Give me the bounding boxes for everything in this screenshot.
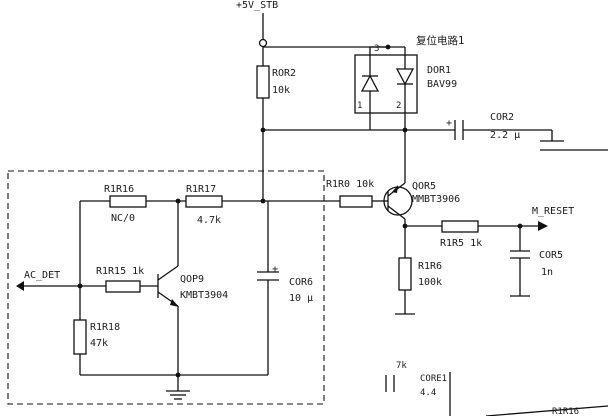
- qop9-part: KMBT3904: [180, 290, 228, 301]
- transistor-qor5: QOR5 MMBT3906: [383, 181, 460, 220]
- partial-cap-ref: CORE1: [420, 374, 447, 384]
- detect-block-outline: [7, 170, 325, 405]
- cor2-value: 2.2 μ: [490, 130, 520, 141]
- partial-res-ref: R1R16: [552, 407, 579, 416]
- dor1-pin3: 3: [374, 44, 379, 54]
- cor6-polarity: +: [272, 264, 278, 275]
- resistor-r1r16: R1R16 NC/0: [104, 184, 147, 224]
- r1r17-ref: R1R17: [186, 184, 216, 195]
- cor5-value: 1n: [541, 267, 553, 278]
- r1r16-value: NC/0: [111, 213, 135, 224]
- qor5-part: MMBT3906: [412, 194, 460, 205]
- m-reset-arrow: [538, 221, 548, 231]
- ror2-value: 10k: [272, 85, 290, 96]
- partial-capacitor-core1: 7k CORE1 4.4: [385, 361, 447, 398]
- ground-symbol: [166, 390, 190, 400]
- r1r16-ref: R1R16: [104, 184, 134, 195]
- supply-5v-stb: +5V_STB: [236, 0, 278, 48]
- dor1-ref: DOR1: [427, 65, 451, 76]
- transistor-qop9: QOP9 KMBT3904: [157, 265, 228, 307]
- r1r17-value: 4.7k: [197, 215, 221, 226]
- r1r15-ref: R1R15 1k: [96, 266, 144, 277]
- resistor-r1r5: R1R5 1k: [440, 220, 482, 249]
- capacitor-cor5: COR5 1n: [510, 226, 563, 297]
- dor1-pin1: 1: [357, 101, 362, 111]
- cor6-ref: COR6: [289, 277, 313, 288]
- resistor-r1r15: R1R15 1k: [96, 266, 144, 293]
- cor5-ref: COR5: [539, 250, 563, 261]
- r1r18-ref: R1R18: [90, 322, 120, 333]
- r1r5-ref: R1R5 1k: [440, 238, 482, 249]
- diode-dor1: 3 1 2 DOR1 BAV99: [354, 44, 457, 114]
- ac-det-label: AC_DET: [24, 270, 60, 281]
- r1r6-ref: R1R6: [418, 261, 442, 272]
- resistor-ror2: ROR2 10k: [256, 65, 296, 99]
- r1r6-value: 100k: [418, 277, 442, 288]
- resistor-r1r17: R1R17 4.7k: [185, 184, 223, 226]
- ac-det-arrow: [16, 281, 24, 291]
- partial-cap-sub: 4.4: [420, 388, 436, 398]
- cor2-ref: COR2: [490, 112, 514, 123]
- m-reset-label: M_RESET: [532, 206, 574, 217]
- supply-terminal: [258, 38, 268, 48]
- resistor-r1r0: R1R0 10k: [326, 179, 374, 208]
- r1r0-ref: R1R0 10k: [326, 179, 374, 190]
- cor2-polarity: +: [446, 118, 452, 129]
- dor1-pin2: 2: [396, 101, 401, 111]
- r1r18-value: 47k: [90, 338, 108, 349]
- dor1-value: BAV99: [427, 79, 457, 90]
- qop9-ref: QOP9: [180, 274, 204, 285]
- resistor-r1r18: R1R18 47k: [73, 319, 120, 355]
- partial-cap-value: 7k: [396, 361, 407, 371]
- capacitor-cor6: + COR6 10 μ: [257, 264, 313, 304]
- supply-label: +5V_STB: [236, 0, 278, 11]
- resistor-r1r6: R1R6 100k: [398, 257, 442, 291]
- cor6-value: 10 μ: [289, 293, 313, 304]
- reset-block-title: 复位电路1: [416, 34, 465, 47]
- capacitor-cor2: + COR2 2.2 μ: [446, 112, 520, 141]
- ror2-ref: ROR2: [272, 68, 296, 79]
- qor5-ref: QOR5: [412, 181, 436, 192]
